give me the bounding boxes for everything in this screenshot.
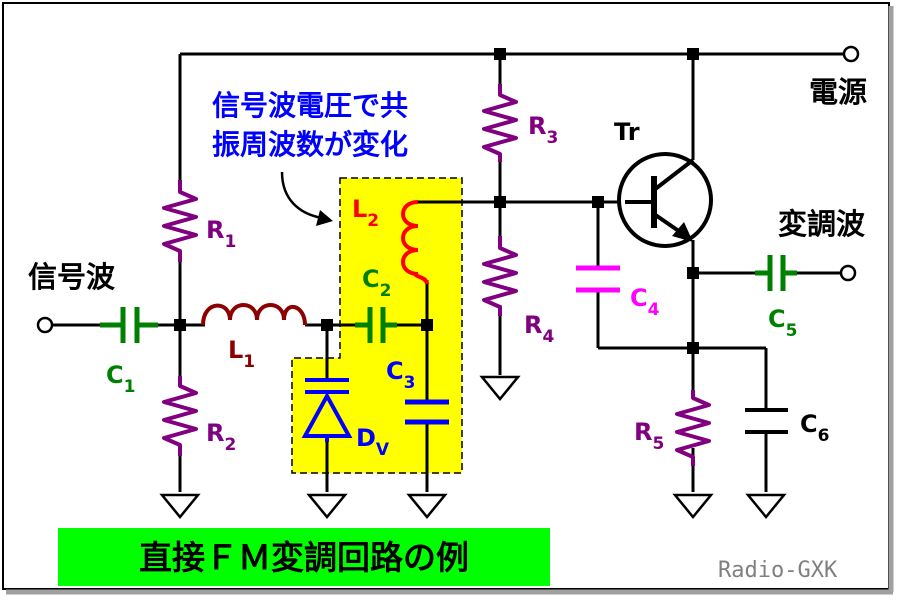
annotation-arrow — [280, 171, 323, 220]
label-c2: C2 — [362, 265, 391, 301]
transistor-tr — [617, 152, 713, 248]
terminals — [36, 45, 860, 334]
annotation-arrowhead — [316, 210, 333, 226]
label-c4: C4 — [630, 284, 660, 320]
capacitor-c5 — [755, 255, 797, 291]
capacitor-c2 — [355, 307, 397, 343]
label-tr: Tr — [614, 118, 640, 146]
label-c6: C6 — [800, 410, 829, 446]
capacitor-c6 — [745, 408, 788, 434]
resonant-circuit-highlight — [291, 177, 463, 474]
resistor-r3 — [482, 84, 518, 162]
title-box — [58, 528, 550, 586]
resistor-r2 — [162, 376, 198, 456]
label-dv: DV — [356, 424, 390, 460]
ground-symbol — [306, 493, 348, 519]
ground-symbols — [159, 375, 787, 519]
label-c5: C5 — [768, 305, 797, 341]
resistor-r4 — [482, 236, 518, 316]
ground-symbol — [159, 493, 201, 519]
signal-wave-label: 信号波 — [28, 260, 116, 294]
ground-symbol — [479, 375, 521, 401]
capacitor-c3 — [405, 399, 449, 425]
resistors — [162, 84, 711, 466]
label-r5: R5 — [634, 418, 664, 454]
label-c1: C1 — [106, 361, 135, 397]
annotation-line2: 振周波数が変化 — [212, 128, 408, 161]
label-l1: L1 — [228, 336, 255, 372]
resistor-r1 — [162, 180, 198, 262]
ground-symbol — [745, 493, 787, 519]
ground-symbol — [406, 493, 448, 519]
junctions — [174, 48, 699, 354]
annotation-line1: 信号波電圧で共 — [212, 89, 408, 122]
label-c3: C3 — [386, 357, 415, 393]
input-terminal — [36, 316, 54, 334]
label-r4: R4 — [524, 311, 554, 347]
diagram-title: 直接ＦＭ変調回路の例 — [139, 538, 469, 577]
output-terminal — [839, 264, 857, 282]
label-r1: R1 — [206, 216, 236, 252]
ground-symbol — [672, 493, 714, 519]
inductor-l2 — [401, 200, 429, 285]
power-label: 電源 — [809, 75, 867, 109]
power-terminal — [842, 45, 860, 63]
inductor-l1 — [201, 303, 307, 326]
wires — [52, 52, 845, 492]
label-r2: R2 — [206, 419, 236, 455]
capacitor-c1 — [100, 307, 158, 343]
capacitor-c4 — [576, 265, 620, 293]
label-l2: L2 — [352, 195, 379, 231]
varactor-diode-dv — [301, 378, 353, 442]
label-r3: R3 — [528, 112, 558, 148]
resistor-r5 — [675, 390, 711, 466]
modulated-wave-label: 変調波 — [778, 207, 866, 241]
watermark: Radio-GXK — [718, 558, 838, 583]
